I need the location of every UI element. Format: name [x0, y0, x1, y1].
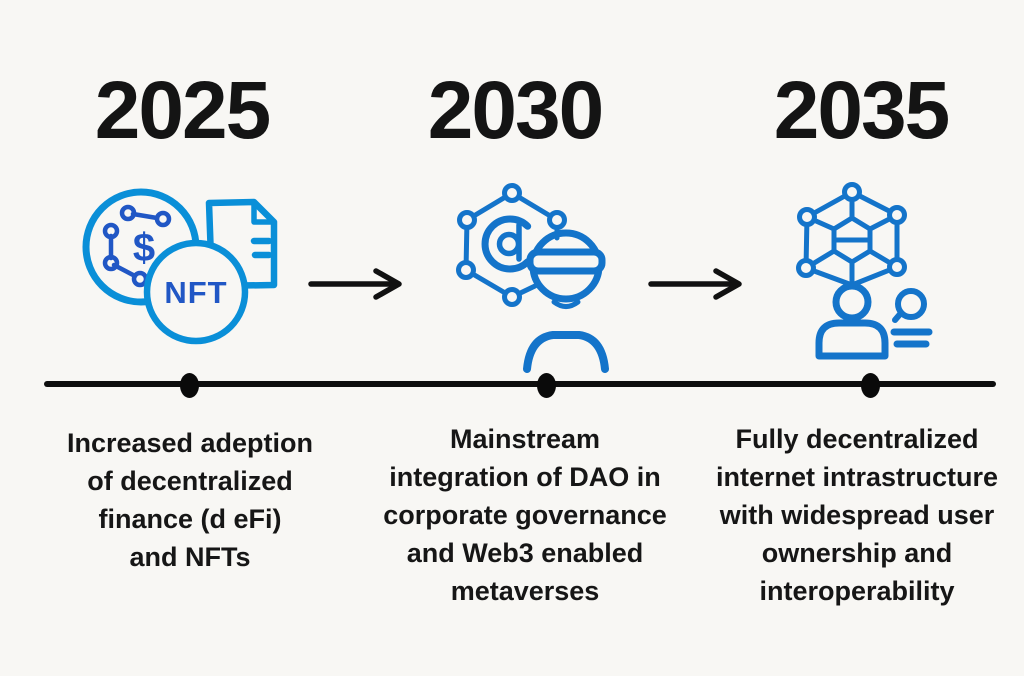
- timeline-dot-2025: [180, 373, 199, 398]
- vr-user-icon: [523, 229, 609, 373]
- caption-2030: Mainstream integration of DAO in corpora…: [383, 424, 667, 606]
- timeline-dot-2030: [537, 373, 556, 398]
- caption-2035: Fully decentralized internet intrastruct…: [715, 424, 999, 606]
- network-sphere-icon: [796, 182, 907, 288]
- dao-hexagon-vr-user-icon: [456, 183, 609, 373]
- caption-2025: Increased adeption of decentralized fina…: [66, 428, 314, 572]
- year-label-2030: 2030: [427, 65, 604, 156]
- decentralized-network-user-search-icon: [796, 182, 933, 360]
- nft-badge-circle: [143, 239, 249, 345]
- timeline-dot-2035: [861, 373, 880, 398]
- timeline-line: [44, 381, 996, 387]
- user-icon: [815, 282, 889, 360]
- dao-hexagon-network: [456, 183, 567, 307]
- defi-nft-documents-icon: $ NFT: [82, 188, 278, 345]
- dao-coin-icon: [481, 215, 532, 273]
- year-label-2025: 2025: [94, 65, 271, 156]
- search-icon: [890, 288, 933, 348]
- arrow-right-icon: [648, 268, 742, 300]
- year-label-2035: 2035: [773, 65, 950, 156]
- currency-symbol: $: [133, 226, 155, 270]
- vr-headset-icon: [526, 248, 606, 275]
- arrow-right-icon: [308, 268, 402, 300]
- nft-label: NFT: [164, 275, 227, 310]
